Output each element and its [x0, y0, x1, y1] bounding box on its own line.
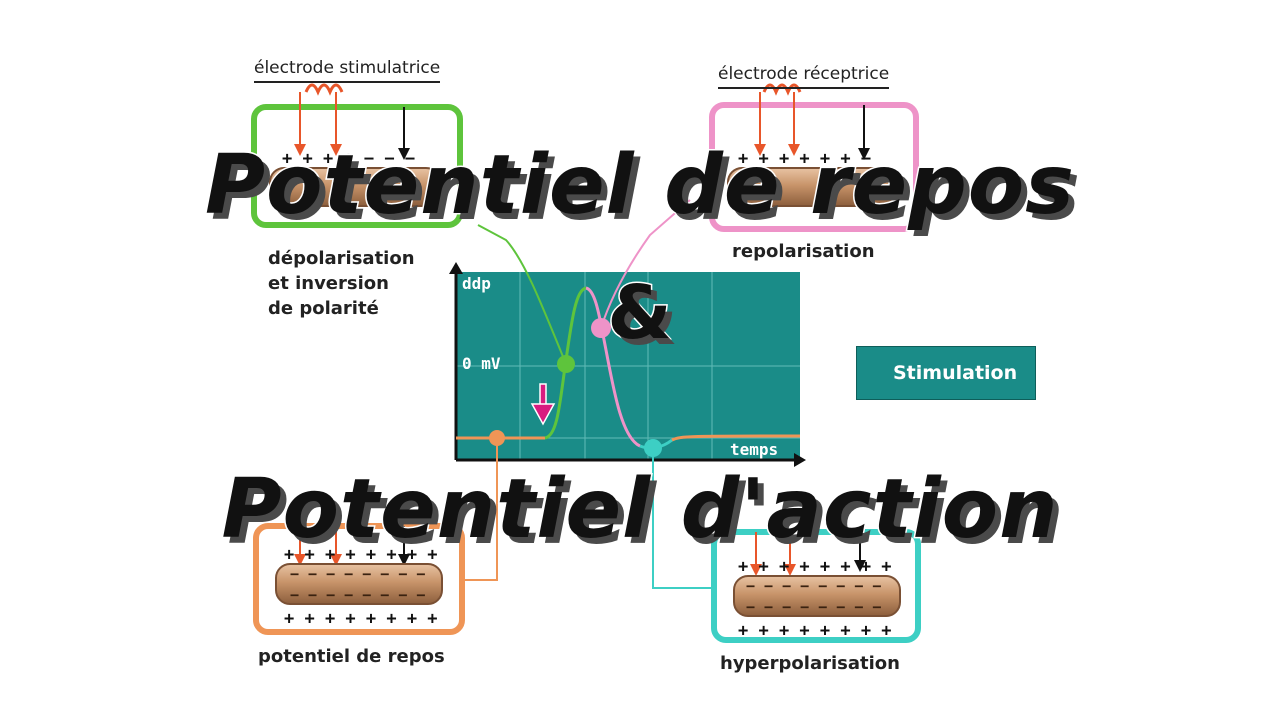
connector-depolarisation: [477, 224, 567, 365]
stimulation-legend: Stimulation: [856, 346, 1036, 400]
graph-zero-label: 0 mV: [462, 354, 501, 373]
caption-depolarisation-line1: dépolarisation: [268, 248, 415, 269]
svg-text:− − − − − − − −: − − − − − − − −: [746, 577, 881, 595]
svg-text:+ + + + − − −: + + + + − − −: [282, 149, 415, 169]
svg-text:+ + + + + + + +: + + + + + + + +: [738, 621, 892, 641]
connector-hyperpolarisation: [652, 448, 714, 589]
svg-text:− − − − − − − −: − − − − − − − −: [290, 586, 425, 604]
title-line2: &: [606, 269, 674, 358]
connector-repolarisation: [600, 199, 691, 329]
svg-text:− − − − − − − −: − − − − − − − −: [290, 565, 425, 583]
panel-hyperpolarisation: + + + + + + + + − − − − − − − − − − − − …: [711, 529, 921, 643]
panel-depolarisation: + + + + − − −: [251, 83, 463, 228]
label-electrode-stimulatrice: électrode stimulatrice: [254, 58, 441, 83]
caption-repos: potentiel de repos: [258, 646, 445, 667]
title-line1: Potentiel de repos: [204, 137, 1076, 235]
caption-hyperpolarisation: hyperpolarisation: [720, 653, 900, 674]
label-electrode-receptrice: électrode réceptrice: [718, 64, 890, 89]
graph-xlabel: temps: [730, 440, 779, 459]
svg-text:+ + + + + + + +: + + + + + + + +: [284, 609, 438, 629]
stimulation-arrow-icon: [530, 383, 556, 426]
svg-text:− − − − − − − −: − − − − − − − −: [746, 598, 881, 616]
panel-repolarisation: + + + + + + −: [709, 83, 919, 232]
svg-text:+ + + + + + + +: + + + + + + + +: [284, 545, 438, 565]
caption-depolarisation-line2: et inversion: [268, 273, 389, 294]
stimulation-legend-label: Stimulation: [893, 362, 1018, 384]
curve-return: [671, 434, 801, 442]
potential-graph: [449, 262, 806, 467]
svg-text:+ + + + + + + +: + + + + + + + +: [738, 557, 892, 577]
connector-repos: [462, 438, 498, 581]
svg-text:+ + + + + + −: + + + + + + −: [738, 149, 871, 169]
caption-repolarisation: repolarisation: [732, 241, 875, 262]
caption-depolarisation-line3: de polarité: [268, 298, 379, 319]
graph-ylabel: ddp: [462, 274, 491, 293]
curve-repolarisation: [585, 286, 641, 448]
title-line3: Potentiel d'action: [220, 461, 1059, 559]
coil-icon: [762, 83, 802, 96]
coil-icon: [304, 83, 344, 96]
